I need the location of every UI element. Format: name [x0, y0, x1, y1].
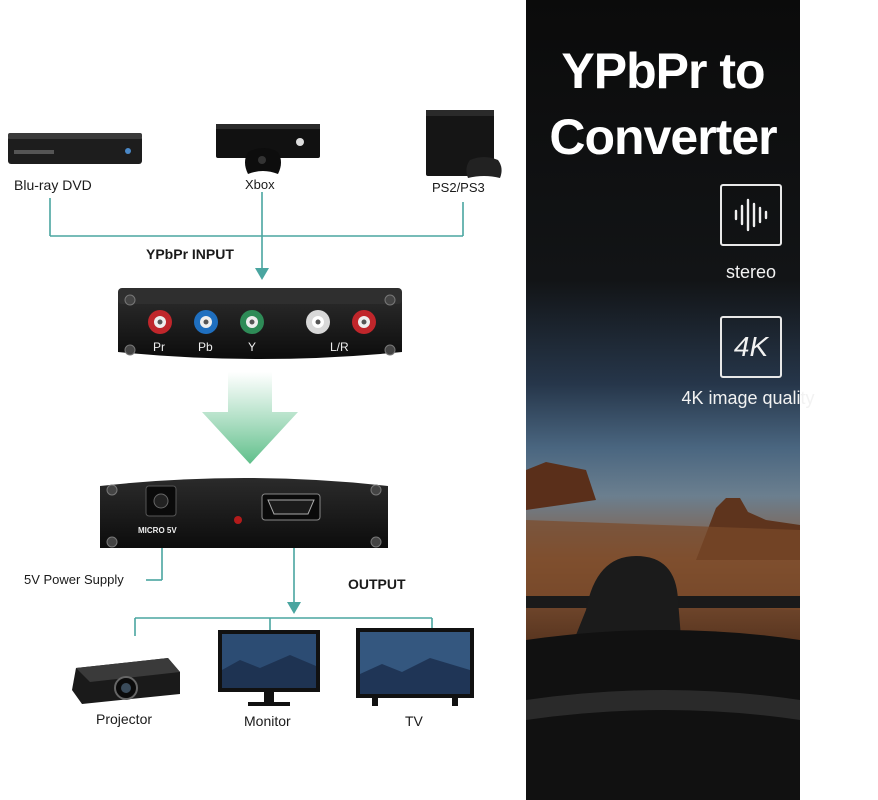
- xbox-icon: [216, 124, 320, 174]
- conversion-arrow: [202, 372, 298, 464]
- output-title: OUTPUT: [348, 576, 406, 592]
- headline-line2: Converter: [549, 109, 777, 165]
- feature-panel: YPbPr to Converter stereo 4K 4K image qu…: [526, 0, 815, 800]
- bluray-label: Blu-ray DVD: [14, 177, 92, 193]
- projector-label: Projector: [96, 711, 153, 727]
- headline-line1: YPbPr to: [561, 43, 765, 99]
- power-supply-label: 5V Power Supply: [24, 572, 124, 587]
- 4k-icon: 4K: [720, 316, 782, 378]
- playstation-icon: [426, 110, 502, 178]
- feature-4k-label: 4K image quality: [681, 388, 815, 408]
- panel-background: [526, 0, 800, 800]
- port-label-pb: Pb: [198, 340, 213, 354]
- input-bus-lines: [49, 192, 464, 272]
- xbox-label: Xbox: [245, 177, 275, 192]
- 4k-icon-text: 4K: [733, 331, 769, 362]
- bluray-player-icon: [8, 133, 142, 164]
- monitor-label: Monitor: [244, 713, 291, 729]
- port-label-pr: Pr: [153, 340, 165, 354]
- hdmi-output-box: [100, 478, 388, 548]
- rca-ports: [148, 310, 376, 334]
- port-label-lr: L/R: [330, 340, 349, 354]
- feature-stereo-label: stereo: [725, 262, 777, 282]
- micro-5v-label: MICRO 5V: [138, 526, 177, 535]
- projector-icon: [72, 658, 180, 704]
- input-title: YPbPr INPUT: [146, 246, 234, 262]
- output-bus-lines: [134, 540, 433, 636]
- ps-label: PS2/PS3: [432, 180, 485, 195]
- monitor-icon: [218, 630, 320, 706]
- tv-icon: [356, 628, 474, 706]
- tv-label: TV: [405, 713, 423, 729]
- port-label-y: Y: [248, 340, 257, 354]
- diagram-canvas: Blu-ray DVD Xbox PS2/PS3 YPbPr INPUT Pr …: [8, 110, 502, 729]
- output-arrowhead: [287, 602, 301, 614]
- input-arrowhead: [255, 268, 269, 280]
- connector-lines: [8, 110, 502, 706]
- sound-wave-icon: [720, 184, 782, 246]
